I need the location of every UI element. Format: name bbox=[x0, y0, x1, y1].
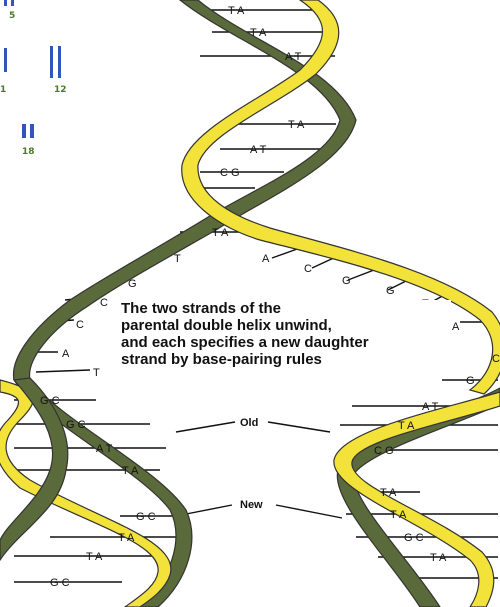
base-pair-label: G C bbox=[66, 419, 86, 431]
base-pair-label: T A bbox=[398, 420, 415, 432]
chromosome-icons: 5 1 12 18 bbox=[0, 0, 67, 157]
new-strand-label: New bbox=[240, 499, 263, 511]
base-label: A bbox=[262, 253, 270, 265]
base-pair-label: G C bbox=[136, 511, 156, 523]
base-label: A bbox=[62, 348, 70, 360]
chromosome-number: 1 bbox=[0, 85, 6, 95]
new-strand-parental bbox=[181, 0, 500, 395]
base-pair-label: T A bbox=[430, 552, 447, 564]
chromosome-5-icon bbox=[11, 0, 14, 6]
new-strand-left bbox=[0, 379, 172, 607]
base-pair-label: A T bbox=[422, 401, 439, 413]
chromosome-18-icon bbox=[22, 124, 26, 138]
base-label: G bbox=[386, 285, 395, 297]
base-pair-label: A T bbox=[250, 144, 267, 156]
base-pair-label: T A bbox=[250, 27, 267, 39]
base-pair-label: C G bbox=[220, 167, 240, 179]
base-pair-label: G C bbox=[404, 532, 424, 544]
base-pair-label: T A bbox=[380, 487, 397, 499]
base-pair-label: T A bbox=[212, 227, 229, 239]
base-label: G bbox=[128, 278, 137, 290]
chromosome-18-icon bbox=[30, 124, 34, 138]
old-strand-left-lower bbox=[0, 377, 69, 562]
base-pair-label: A T bbox=[285, 51, 302, 63]
chromosome-number: 12 bbox=[54, 85, 67, 95]
base-pair-label: T A bbox=[288, 119, 305, 131]
base-pair-label: G C bbox=[50, 577, 70, 589]
base-pair-label: G C bbox=[40, 395, 60, 407]
base-labels: T A T A A T T A A T C G T A T G C C A T … bbox=[40, 5, 500, 589]
base-label: A bbox=[452, 321, 460, 333]
base-pair-label: A T bbox=[96, 443, 113, 455]
chromosome-12-icon bbox=[50, 46, 53, 78]
caption-line: and each specifies a new daughter bbox=[121, 334, 369, 351]
chromosome-1-icon bbox=[4, 48, 7, 72]
base-label: G bbox=[342, 275, 351, 287]
base-pair-label: T A bbox=[118, 532, 135, 544]
chromosome-number: 18 bbox=[22, 147, 35, 157]
base-label: C bbox=[492, 353, 500, 365]
caption-line: parental double helix unwind, bbox=[121, 317, 332, 334]
base-pair-label: C G bbox=[374, 445, 394, 457]
base-label: C bbox=[76, 319, 84, 331]
base-label: T bbox=[174, 253, 181, 265]
base-label: G bbox=[466, 375, 475, 387]
replication-caption: The two strands of the parental double h… bbox=[121, 300, 451, 368]
caption-line: strand by base-pairing rules bbox=[121, 351, 322, 368]
caption-line: The two strands of the bbox=[121, 300, 282, 317]
base-label: C bbox=[304, 263, 312, 275]
old-strand-label: Old bbox=[240, 417, 258, 429]
base-pair-label: T A bbox=[122, 465, 139, 477]
chromosome-5-icon bbox=[4, 0, 7, 6]
base-pair-label: T A bbox=[86, 551, 103, 563]
base-pair-label: T A bbox=[228, 5, 245, 17]
base-pair-label: T A bbox=[390, 509, 407, 521]
base-label: T bbox=[93, 367, 100, 379]
chromosome-12-icon bbox=[58, 46, 61, 78]
chromosome-number: 5 bbox=[9, 11, 15, 21]
base-label: C bbox=[100, 297, 108, 309]
